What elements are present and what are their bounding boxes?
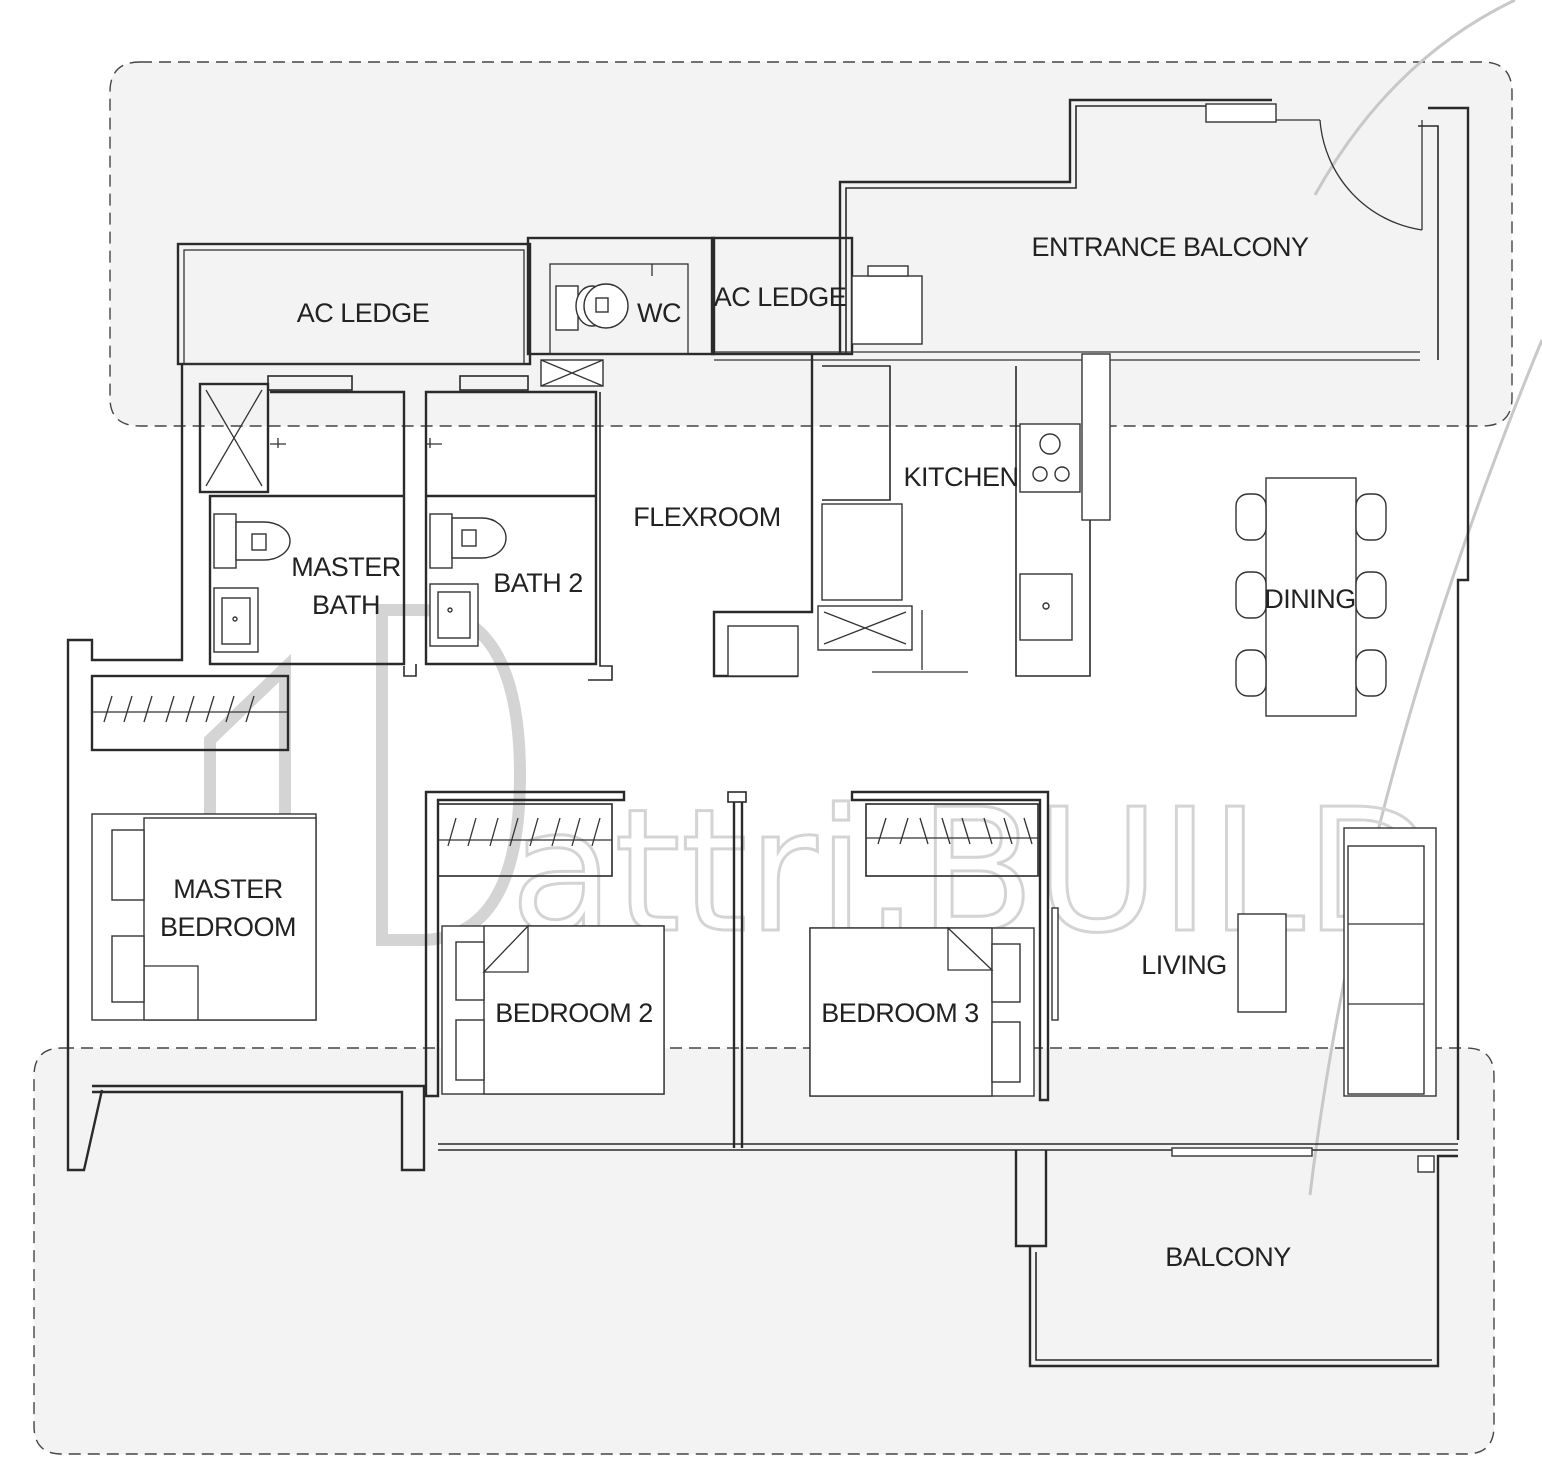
label-living: LIVING xyxy=(1141,950,1227,980)
label-bedroom-2: BEDROOM 2 xyxy=(495,998,653,1028)
watermark-swoosh xyxy=(1308,339,1542,1196)
label-master-bedroom-line2: BEDROOM xyxy=(160,912,296,942)
label-ac-ledge-2: AC LEDGE xyxy=(714,282,847,312)
kitchen-walls xyxy=(712,353,1111,678)
label-ac-ledge-1: AC LEDGE xyxy=(297,298,430,328)
top-zone xyxy=(109,61,1513,427)
wc-fixtures xyxy=(555,264,653,331)
label-bath-2: BATH 2 xyxy=(493,568,583,598)
bath-fixtures xyxy=(213,513,507,653)
watermark-swoosh xyxy=(1313,0,1516,196)
label-flexroom: FLEXROOM xyxy=(633,502,781,532)
label-master-bedroom-line1: MASTER xyxy=(173,874,283,904)
top-walls xyxy=(176,98,1470,1140)
label-balcony: BALCONY xyxy=(1165,1242,1291,1272)
label-dining: DINING xyxy=(1264,584,1356,614)
label-master-bath-line1: MASTER xyxy=(291,552,401,582)
label-bedroom-3: BEDROOM 3 xyxy=(821,998,979,1028)
label-kitchen: KITCHEN xyxy=(903,462,1018,492)
living-furniture xyxy=(1237,827,1437,1097)
label-master-bath-line2: BATH xyxy=(312,590,380,620)
label-wc: WC xyxy=(637,298,681,328)
bottom-walls xyxy=(438,1143,1458,1368)
bedroom-walls xyxy=(90,674,1059,1172)
label-entrance-balcony: ENTRANCE BALCONY xyxy=(1031,232,1309,262)
bath-walls xyxy=(66,364,613,1172)
dining-set xyxy=(1235,477,1387,717)
